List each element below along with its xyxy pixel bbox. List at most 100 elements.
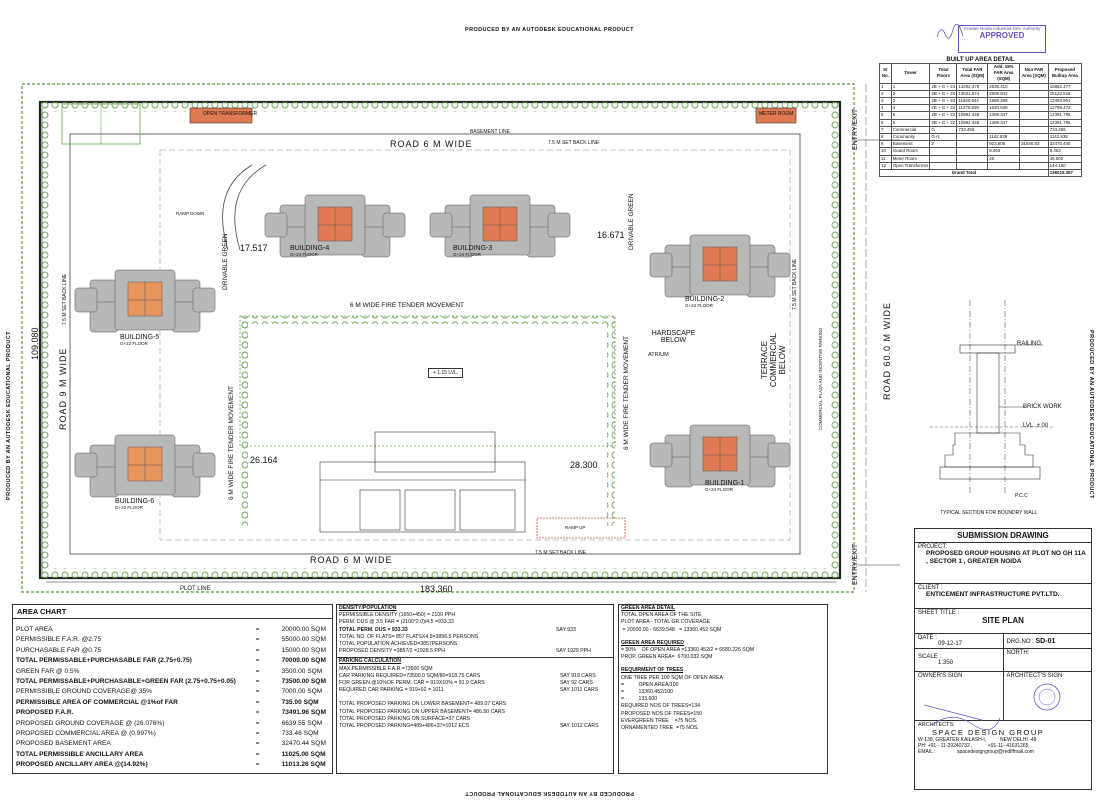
builtup-cell: 31546.83 <box>1019 140 1049 149</box>
builtup-cell <box>929 154 958 163</box>
area-chart-eq: = <box>255 636 260 644</box>
green-row: PLOT AREA - TOTAL GR.COVERAGE <box>621 619 711 626</box>
parking-label: FOR GREEN @10%OF PERM. CAR = 919X10% = 9… <box>339 680 485 687</box>
client-value: ENTICEMENT INFRASTRUCTURE PVT.LTD. <box>926 591 1060 598</box>
building-floors: G+22 FLOOR <box>120 341 148 346</box>
builtup-cell <box>1019 82 1049 91</box>
builtup-header: Tower <box>890 63 931 84</box>
builtup-cell: 10992.448 <box>956 118 989 127</box>
builtup-cell: 733.456 <box>1047 125 1083 135</box>
area-chart-row: PERMISSIBLE AREA OF COMMERCIAL @1%of FAR… <box>13 698 332 708</box>
banner-top: PRODUCED BY AN AUTODESK EDUCATIONAL PROD… <box>465 27 634 33</box>
firm-address: W-138, GREATER KAILASH-I, NEW DELHI -48 <box>918 737 1037 743</box>
builtup-total-value: 136015.357 <box>1047 169 1083 178</box>
entry-exit-top: ENTRY/EXIT <box>852 108 859 150</box>
density-value <box>554 634 613 641</box>
builtup-cell: 1399.347 <box>987 118 1021 127</box>
sheet-title-label: SHEET TITLE : <box>918 610 960 616</box>
terrace-label: TERRACE COMMERCIAL BELOW <box>760 332 787 388</box>
builtup-cell: 2 <box>929 140 958 149</box>
builtup-cell: 5 <box>890 111 931 120</box>
drg-value: SD-01 <box>1035 637 1056 645</box>
area-chart-row: GREEN FAR @ 0.5%=3500.00 SQM <box>13 667 332 677</box>
setback-bottom-label: 7.5 M SET BACK LINE <box>535 550 587 556</box>
builtup-cell: 1142.838 <box>1047 133 1083 142</box>
builtup-cell: 2508.842 <box>987 89 1021 99</box>
trees-row: ONE TREE PER 100 SQM OF OPEN AREA <box>621 674 723 681</box>
parking-label: REQUIRED CAR PARKING = 919+92 = 1011 <box>339 687 444 694</box>
green-title: GREEN AREA DETAIL <box>621 605 675 611</box>
parking-row: TOTAL PROPOSED PARKING ON SURFACE=37 CAR… <box>337 716 613 723</box>
area-chart-label: PROPOSED BASEMENT AREA <box>16 740 111 748</box>
green-req-row: PROP. GREEN AREA= 6700.032 SQM <box>621 654 713 661</box>
area-chart-label: PROPOSED ANCILLARY AREA @(14.92%) <box>16 761 148 769</box>
density-value: SAY 933 <box>555 626 576 633</box>
boundary-caption: TYPICAL SECTION FOR BOUNDRY WALL <box>940 510 1038 516</box>
architects-label: ARCHITECTS: <box>918 722 955 728</box>
builtup-cell: 8.463 <box>1047 147 1083 156</box>
builtup-cell: 14202.478 <box>956 82 989 91</box>
building-name: BUILDING-4 <box>290 245 330 252</box>
builtup-cell: Basement <box>890 140 931 149</box>
density-label: PERM. DUS @ 3.5 FAR = (2100*2.0)/4.5 =93… <box>339 619 454 626</box>
project-label: PROJECT: <box>918 544 948 550</box>
area-chart-row: PROPOSED COMMERCIAL AREA @ (0.997%)=733.… <box>13 729 332 739</box>
builtup-header: Sr No. <box>879 63 892 84</box>
building-name: BUILDING-3 <box>453 245 493 252</box>
area-chart-value: 11013.26 SQM <box>281 761 326 769</box>
density-label: TOTAL NO. OF FLATS= 857 FLATSX4.5=3856.5… <box>339 633 479 640</box>
drivable-green-2: DRIVABLE GREEN <box>628 193 635 250</box>
builtup-cell: 2 <box>879 89 892 99</box>
parking-label: TOTAL PROPOSED PARKING=489+486+37=1012 E… <box>339 723 470 730</box>
builtup-cell: 45 <box>987 154 1021 163</box>
atrium-label: ATRIUM <box>648 352 669 358</box>
builtup-cell: Open Transformer <box>890 161 931 171</box>
ramp-up-label: RAMP UP <box>565 525 586 530</box>
builtup-cell: 923.606 <box>987 140 1021 149</box>
builtup-cell: 15122.516 <box>1047 89 1083 99</box>
drg-label: DRG.NO : <box>1006 638 1034 645</box>
area-chart-eq: = <box>255 740 260 748</box>
trees-row: EVERGREEN TREE =75 NOS. <box>621 717 698 724</box>
parking-label: TOTAL PROPOSED PARKING ON UPPER BASEMENT… <box>339 708 505 715</box>
area-chart-row: PLOT AREA=20000.00 SQM <box>13 625 332 635</box>
area-chart-label: PLOT AREA <box>16 626 53 633</box>
owner-sign-label: OWNER'S SIGN <box>918 673 963 679</box>
area-chart-eq: = <box>255 646 260 654</box>
boundary-wall-section <box>930 300 1055 495</box>
area-chart-eq: = <box>255 667 260 675</box>
builtup-cell <box>1019 97 1049 106</box>
builtup-cell: 2B + G + 24 <box>929 82 958 91</box>
builtup-cell: 4 <box>879 104 892 113</box>
builtup-cell: 6 <box>879 118 892 127</box>
road-left-label: ROAD 9 M WIDE <box>58 347 68 430</box>
architect-sign-label: ARCHITECT'S SIGN <box>1006 673 1063 679</box>
builtup-cell <box>1019 111 1049 120</box>
builtup-cell: 11 <box>879 154 892 163</box>
green-req-title: GREEN AREA REQUIRED <box>621 639 685 646</box>
parking-value: SAY 919 CARS <box>559 672 596 679</box>
density-value <box>554 612 613 619</box>
parking-row: CAR PARKING REQUIRED=73500.0 SQM/80=918.… <box>337 673 613 680</box>
builtup-cell: 12391.795 <box>1047 118 1083 127</box>
builtup-cell: 1 <box>879 82 892 91</box>
lvl-center: + 1.15 LVL. <box>428 368 464 378</box>
date-value: 09-12-17 <box>938 641 963 647</box>
area-chart-row: TOTAL PERMISSABLE+PURCHASABLE+GREEN FAR … <box>13 677 332 687</box>
builtup-cell <box>956 133 989 142</box>
dim-1: 17.517 <box>240 243 268 253</box>
builtup-cell: 1 <box>890 82 931 91</box>
area-chart-value: 70000.00 SQM <box>281 657 326 665</box>
area-chart-value: 15000.00 SQM <box>281 646 326 654</box>
trees-row: = OPEN AREA/100 <box>621 681 679 688</box>
builtup-cell <box>1019 118 1049 127</box>
